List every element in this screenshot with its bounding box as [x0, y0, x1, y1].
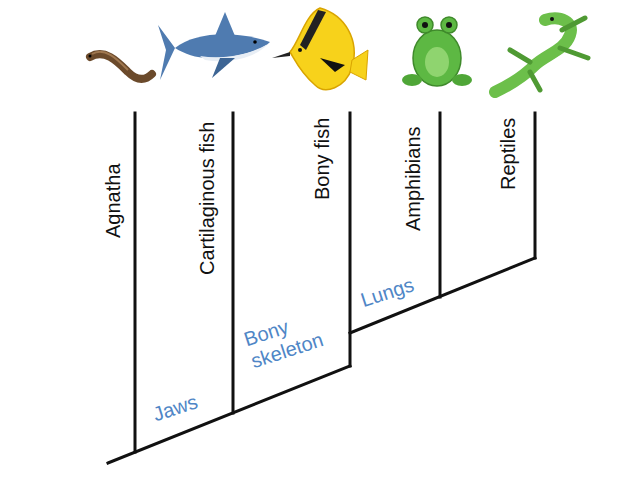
eel-icon: [89, 52, 153, 79]
main-branch: [108, 366, 350, 463]
taxon-label: Reptiles: [497, 118, 520, 190]
taxon-label: Bony fish: [311, 118, 334, 200]
cartilaginous-branch: [232, 113, 235, 413]
taxon-label: Amphibians: [402, 126, 425, 231]
bony-fish-branch: [349, 113, 352, 366]
amphibian-branch: [439, 113, 442, 297]
taxon-label: Agnatha: [102, 163, 125, 238]
tetrapod-branch: [350, 258, 535, 333]
shark-icon: [158, 12, 270, 80]
trait-label: Bony skeleton: [241, 301, 343, 373]
lizard-icon: [495, 17, 588, 92]
bony-fish-icon: [272, 8, 368, 90]
frog-icon: [402, 17, 472, 86]
trait-label: Jaws: [150, 383, 224, 427]
taxon-label: Cartilaginous fish: [196, 122, 219, 275]
trait-label: Lungs: [358, 271, 424, 312]
agnatha-branch: [134, 113, 137, 452]
reptile-branch: [534, 113, 537, 258]
